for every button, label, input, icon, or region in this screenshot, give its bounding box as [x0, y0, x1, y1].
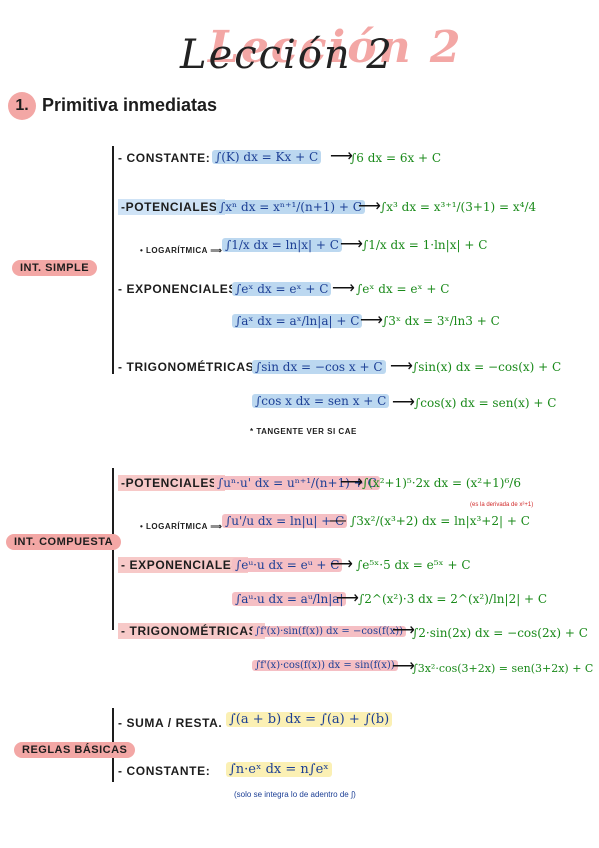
title-highlight: Lección 2 [208, 22, 463, 73]
arrow-icon: ⟶ [392, 622, 415, 639]
comp-trig-example-1: ∫2·sin(2x) dx = −cos(2x) + C [412, 626, 588, 640]
arrow-icon: ⟶ [332, 280, 355, 297]
simple-exp-formula-2: ∫aˣ dx = aˣ/ln|a| + C [232, 314, 363, 328]
simple-constante-formula: ∫(K) dx = Kx + C [212, 150, 322, 164]
simple-logaritmica-formula: ∫1/x dx = ln|x| + C [222, 238, 342, 252]
comp-trig-example-2: ∫3x²·cos(3+2x) = sen(3+2x) + C [412, 662, 594, 675]
simple-exponenciales-label: - EXPONENCIALES: [118, 282, 242, 296]
comp-exp-formula-1: ∫eᵘ·u dx = eᵘ + C [232, 558, 343, 572]
lesson-title: Lección 2 Lección 2 [180, 18, 461, 88]
simple-trig-formula-1: ∫sin dx = −cos x + C [252, 360, 386, 374]
comp-logaritmica-label: • LOGARÍTMICA ⟹ [140, 522, 223, 531]
simple-constante-example: ∫6 dx = 6x + C [350, 151, 442, 165]
reglas-suma-label: - SUMA / RESTA. [118, 716, 223, 730]
arrow-icon: ⟶ [392, 394, 415, 411]
arrow-icon: ⟶ [336, 590, 359, 607]
reglas-group-label: REGLAS BÁSICAS [14, 742, 136, 758]
reglas-constante-note: (solo se integra lo de adentro de ∫) [234, 790, 356, 799]
arrow-icon: ⟶ [330, 556, 353, 573]
arrow-icon: ⟶ [358, 198, 381, 215]
simple-potenciales-label: -POTENCIALES: [118, 199, 226, 215]
arrow-icon: — [330, 512, 346, 529]
compuesta-group-label: INT. COMPUESTA [6, 534, 122, 550]
arrow-icon: ⟶ [390, 358, 413, 375]
arrow-icon: ⟶ [392, 658, 415, 675]
simple-exp-example-2: ∫3ˣ dx = 3ˣ/ln3 + C [382, 314, 500, 328]
arrow-icon: ⟶ [340, 236, 363, 253]
comp-potenciales-formula: ∫uⁿ·u' dx = uⁿ⁺¹/(n+1) + C [214, 476, 380, 490]
comp-potenciales-note: (es la derivada de x²+1) [470, 502, 534, 508]
simple-trig-label: - TRIGONOMÉTRICAS: [118, 360, 259, 374]
simple-logaritmica-label: • LOGARÍTMICA ⟹ [140, 246, 223, 255]
comp-exp-formula-2: ∫aᵘ·u dx = aᵘ/ln|a| [232, 592, 347, 606]
comp-trig-label: - TRIGONOMÉTRICAS: [118, 623, 265, 639]
simple-constante-label: - CONSTANTE: [118, 151, 211, 165]
simple-bracket [112, 146, 114, 374]
arrow-icon: ⟶ [340, 474, 363, 491]
section-title: Primitiva inmediatas [42, 95, 218, 115]
reglas-constante-label: - CONSTANTE: [118, 764, 211, 778]
arrow-icon: ⟶ [360, 312, 383, 329]
simple-logaritmica-example: ∫1/x dx = 1·ln|x| + C [362, 238, 488, 252]
comp-logaritmica-example: ∫3x²/(x³+2) dx = ln|x³+2| + C [350, 514, 530, 528]
simple-group-label: INT. SIMPLE [12, 260, 98, 276]
simple-trig-example-1: ∫sin(x) dx = −cos(x) + C [412, 360, 562, 374]
simple-trig-formula-2: ∫cos x dx = sen x + C [252, 394, 390, 408]
reglas-suma-formula: ∫(a + b) dx = ∫(a) + ∫(b) [226, 712, 393, 727]
comp-trig-formula-1: ∫f'(x)·sin(f(x)) dx = −cos(f(x)) [252, 626, 407, 637]
comp-logaritmica-formula: ∫u'/u dx = ln|u| + C [222, 514, 348, 528]
reglas-constante-formula: ∫n·eˣ dx = n∫eˣ [226, 762, 332, 777]
simple-exp-formula-1: ∫eˣ dx = eˣ + C [232, 282, 332, 296]
comp-potenciales-example: ∫(x²+1)⁵·2x dx = (x²+1)⁶/6 [362, 476, 521, 490]
comp-potenciales-label: -POTENCIALES: [118, 475, 226, 491]
arrow-icon: ⟶ [330, 148, 353, 165]
comp-exponenciales-label: - EXPONENCIALES: [118, 557, 248, 573]
title-text: Lección 2 [180, 32, 394, 78]
simple-trig-note: * TANGENTE VER SI CAE [250, 427, 357, 436]
section-number-badge: 1. [8, 92, 36, 120]
simple-exp-example-1: ∫eˣ dx = eˣ + C [356, 282, 450, 296]
comp-trig-formula-2: ∫f'(x)·cos(f(x)) dx = sin(f(x)) [252, 660, 398, 671]
simple-potenciales-formula: ∫xⁿ dx = xⁿ⁺¹/(n+1) + C [216, 200, 365, 214]
simple-trig-example-2: ∫cos(x) dx = sen(x) + C [414, 396, 557, 410]
simple-potenciales-example: ∫x³ dx = x³⁺¹/(3+1) = x⁴/4 [380, 200, 537, 214]
comp-exp-example-1: ∫e⁵ˣ·5 dx = e⁵ˣ + C [356, 558, 471, 572]
comp-exp-example-2: ∫2^(x²)·3 dx = 2^(x²)/ln|2| + C [358, 592, 548, 606]
